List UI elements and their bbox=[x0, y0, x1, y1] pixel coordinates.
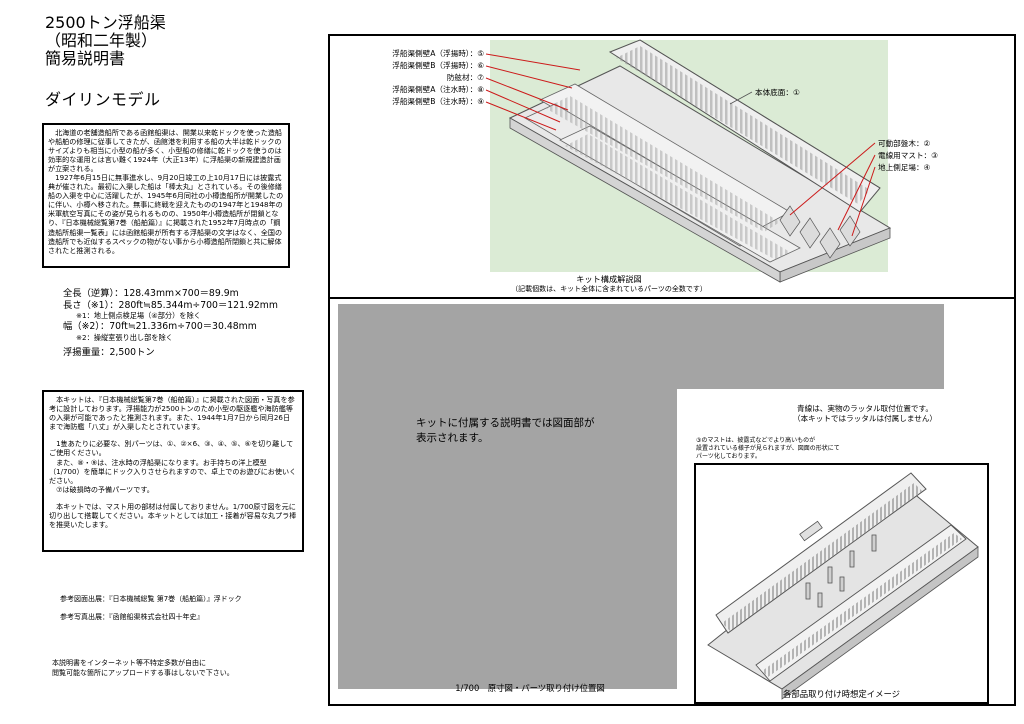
placeholder-note-line-2: 表示されます。 bbox=[416, 432, 489, 444]
part-label-7: 防舷材：⑦ bbox=[446, 72, 484, 82]
part-label-3: 電線用マスト：③ bbox=[878, 151, 938, 160]
mast-note-line-2: 設置されている様子が見られますが、図面の形状にて bbox=[696, 444, 840, 452]
part-label-4: 地上側足場：④ bbox=[878, 163, 931, 172]
kit-paragraph-5: 本キットでは、マスト用の部材は付属しておりません。1/700原寸図を元に切り出し… bbox=[49, 501, 297, 530]
kit-info-box: 本キットは、『日本機械総覧第7巻（船舶篇）』に掲載された図面・写真を参考に設計し… bbox=[42, 390, 304, 552]
assembly-low-wall-teeth bbox=[762, 533, 962, 677]
kit-paragraph-4: ⑦は破損時の予備パーツです。 bbox=[56, 484, 154, 494]
upload-notice-line-1: 本説明書をインターネット等不特定多数が自由に bbox=[52, 659, 206, 667]
part-label-1: 本体底面：① bbox=[755, 88, 800, 97]
kit-diagram-title: キット構成解説図 bbox=[576, 274, 642, 284]
assembly-base-side bbox=[781, 546, 979, 700]
spec-note-2: ※2：操縦室張り出し部を除く bbox=[76, 332, 173, 342]
leader-line-base bbox=[729, 91, 753, 105]
references: 参考図面出展：『日本機械総覧 第7巻（船舶篇）』浮ドック 参考写真出展：『函館船… bbox=[60, 590, 242, 626]
spec-length: 長さ（※1）：280ft≒85.344m÷700＝121.92mm bbox=[63, 299, 278, 311]
keel-blocks bbox=[779, 205, 861, 259]
drawing-caption: 1/700 原寸図・パーツ取り付け位置図 bbox=[455, 683, 605, 693]
leader-lines-left bbox=[485, 53, 581, 131]
assembly-image-caption: 各部品取り付け時想定イメージ bbox=[782, 689, 901, 699]
spec-total-length: 全長（逆算）：128.43mm×700＝89.9m bbox=[63, 288, 239, 299]
kit-diagram-caption: キット構成解説図 （記載個数は、キット全体に含まれているパーツの全数です） bbox=[496, 274, 722, 294]
reference-photo: 参考写真出展：『函館船渠株式会社四十年史』 bbox=[60, 613, 204, 621]
kit-parts-diagram bbox=[485, 39, 892, 283]
mast-note: ③のマストは、披露式などでより高いものが 設置されている様子が見られますが、図面… bbox=[696, 437, 840, 460]
title-line-2: （昭和二年製） bbox=[45, 31, 158, 50]
part-label-2: 可動部盤木：② bbox=[878, 139, 931, 148]
upload-notice-line-2: 閲覧可能な箇所にアップロードする事はしないで下さい。 bbox=[52, 669, 234, 677]
kit-paragraph-3: また、⑧・⑨は、注水時の浮船渠になります。お手持ちの洋上模型（1/700）を簡単… bbox=[49, 457, 297, 485]
history-description-box: 北海道の老舗造船所である函館船渠は、開業以来乾ドックを使った造船や船舶の修理に従… bbox=[42, 123, 290, 268]
ladder-note-line-1: 青線は、実物のラッタル取付位置です。 bbox=[797, 404, 933, 413]
leader-lines-right bbox=[789, 142, 876, 237]
drawing-placeholder-note: キットに付属する説明書では図面部が 表示されます。 bbox=[416, 416, 595, 446]
part-label-6: 浮船渠側壁B（浮揚時）：⑥ bbox=[392, 60, 484, 70]
kit-diagram-note: （記載個数は、キット全体に含まれているパーツの全数です） bbox=[511, 285, 707, 293]
drawing-frame bbox=[328, 297, 1016, 706]
kit-paragraph-2: 1隻あたりに必要な、別パーツは、①、②×6、③、④、⑤、⑥を切り離してご使用くだ… bbox=[49, 439, 294, 458]
part-label-9: 浮船渠側壁B（注水時）：⑨ bbox=[392, 96, 484, 106]
rail-teeth-2 bbox=[565, 134, 790, 260]
mast-note-line-3: パーツ化しております。 bbox=[696, 452, 761, 460]
specifications: 全長（逆算）：128.43mm×700＝89.9m 長さ（※1）：280ft≒8… bbox=[63, 288, 278, 358]
assembly-blocks bbox=[805, 534, 877, 608]
upload-notice: 本説明書をインターネット等不特定多数が自由に 閲覧可能な箇所にアップロードする事… bbox=[52, 658, 234, 678]
assembly-control-room bbox=[799, 520, 823, 542]
ladder-note-line-2: （本キットではラッタルは付属しません） bbox=[792, 413, 938, 423]
title-line-1: 2500トン浮船渠 bbox=[45, 13, 166, 32]
ladder-note: 青線は、実物のラッタル取付位置です。 （本キットではラッタルは付属しません） bbox=[745, 404, 985, 423]
base-body-front bbox=[509, 117, 781, 283]
spec-weight: 浮揚重量：2,500トン bbox=[63, 346, 155, 358]
placeholder-note-line-1: キットに付属する説明書では図面部が bbox=[416, 417, 595, 429]
rail-teeth bbox=[545, 96, 780, 232]
part-label-8: 浮船渠側壁A（注水時）：⑧ bbox=[392, 84, 484, 94]
assembly-image-box bbox=[694, 463, 989, 704]
kit-paragraph-1: 本キットは、『日本機械総覧第7巻（船舶篇）』に掲載された図面・写真を参考に設計し… bbox=[49, 395, 295, 432]
assembly-render bbox=[707, 472, 979, 700]
part-label-5: 浮船渠側壁A（浮揚時）：⑤ bbox=[392, 49, 484, 58]
tall-wall-teeth bbox=[616, 46, 870, 204]
history-paragraph-2: 1927年6月15日に無事進水し、9月20日竣工の上10月17日には披露式典が催… bbox=[48, 173, 284, 255]
assembly-wall-teeth bbox=[722, 483, 922, 631]
parts-label-list: 浮船渠側壁A（浮揚時）：⑤ 浮船渠側壁B（浮揚時）：⑥ 防舷材：⑦ 浮船渠側壁A… bbox=[381, 48, 484, 108]
history-paragraph-1: 北海道の老舗造船所である函館船渠は、開業以来乾ドックを使った造船や船舶の修理に従… bbox=[48, 128, 283, 174]
mast-note-line-1: ③のマストは、披露式などでより高いものが bbox=[696, 437, 816, 444]
spec-note-1: ※1：地上側点検足場（④部分）を除く bbox=[76, 311, 201, 321]
spec-width: 幅（※2）：70ft≒21.336m÷700＝30.48mm bbox=[63, 321, 257, 333]
brand-name: ダイリンモデル bbox=[45, 90, 161, 109]
document-title: 2500トン浮船渠 （昭和二年製） 簡易説明書 bbox=[45, 14, 166, 68]
title-line-3: 簡易説明書 bbox=[45, 49, 126, 68]
reference-drawing: 参考図面出展：『日本機械総覧 第7巻（船舶篇）』浮ドック bbox=[60, 595, 242, 603]
